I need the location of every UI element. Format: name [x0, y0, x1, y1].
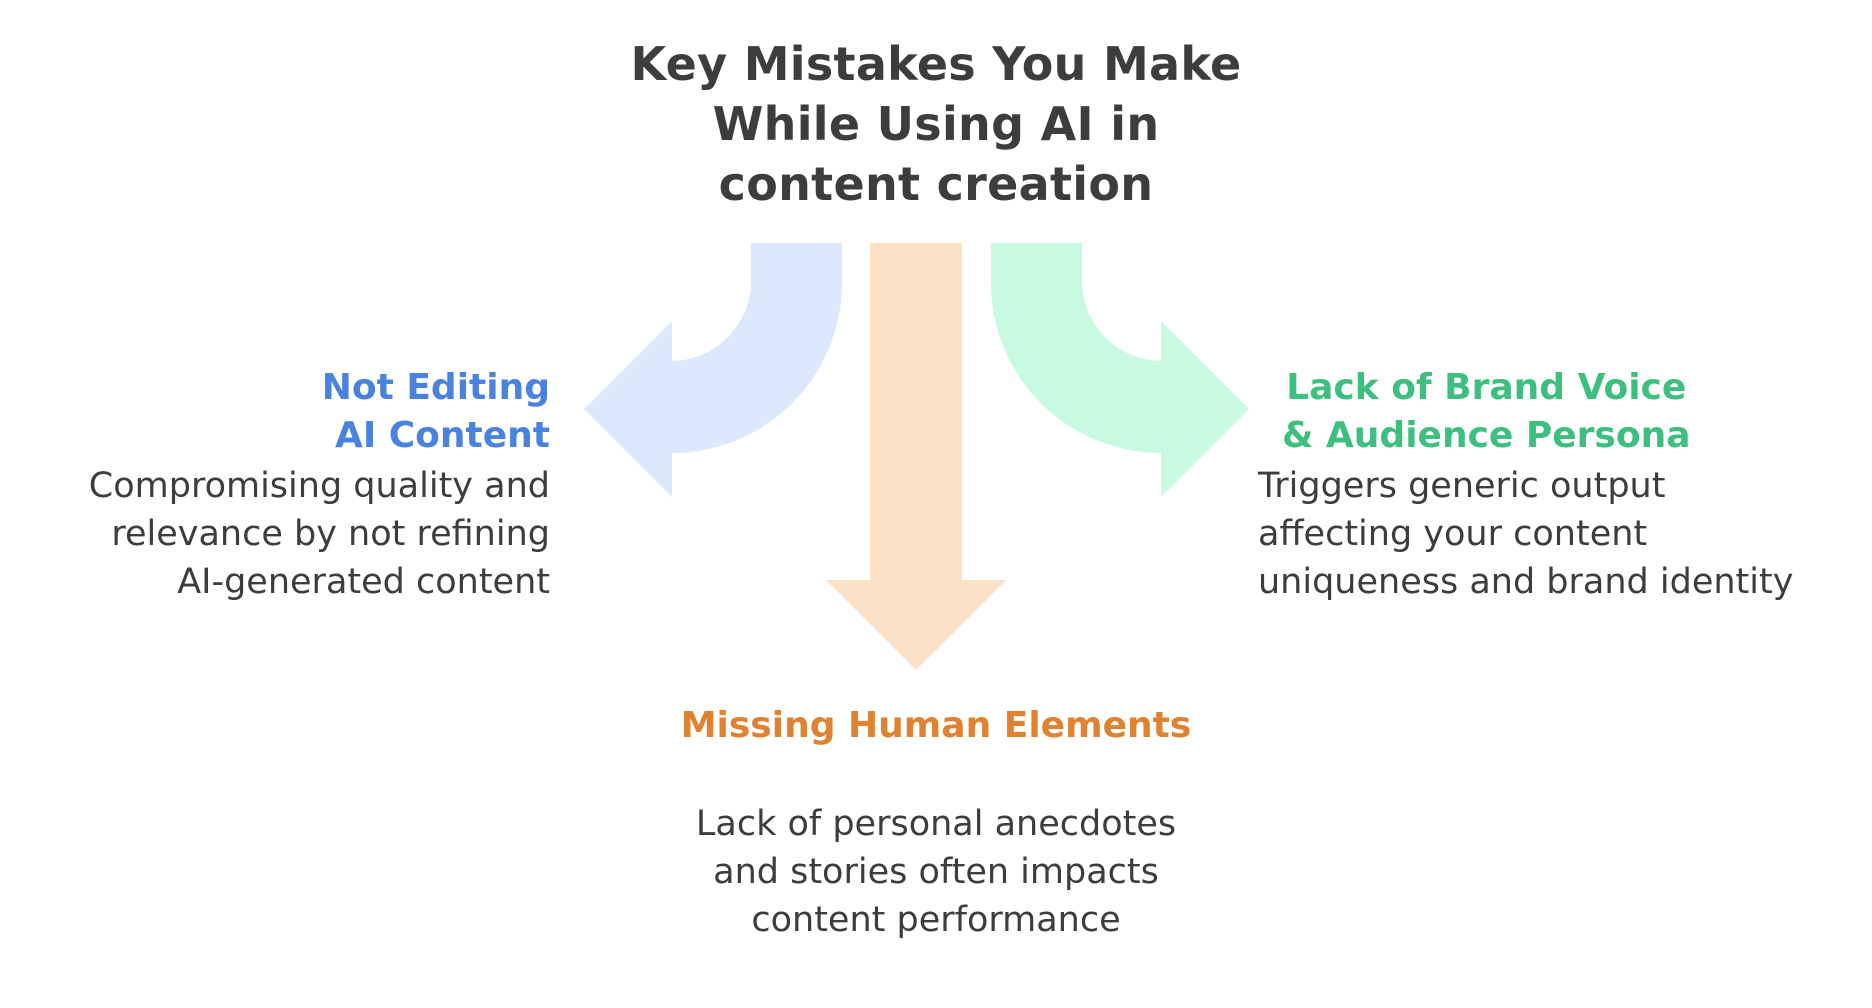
title-line: Missing Human Elements — [680, 705, 1192, 746]
desc-line: AI-generated content — [177, 562, 550, 602]
desc-line: content performance — [751, 900, 1121, 940]
title-line: Lack of Brand Voice — [1286, 367, 1687, 408]
right-curved-arrow — [991, 243, 1249, 497]
center-branch-title: Missing Human Elements — [556, 702, 1316, 750]
left-curved-arrow — [584, 243, 842, 497]
desc-line: and stories often impacts — [713, 852, 1159, 892]
left-branch-description: Compromising quality and relevance by no… — [89, 462, 550, 606]
desc-line: Triggers generic output — [1258, 466, 1666, 506]
center-branch-description: Lack of personal anecdotes and stories o… — [556, 800, 1316, 944]
desc-line: Lack of personal anecdotes — [695, 804, 1177, 844]
desc-line: relevance by not refining — [111, 514, 550, 554]
desc-line: affecting your content — [1258, 514, 1648, 554]
title-line: AI Content — [334, 415, 550, 456]
center-down-arrow — [826, 243, 1006, 670]
desc-line: uniqueness and brand identity — [1258, 562, 1794, 602]
title-line: Key Mistakes You Make — [630, 37, 1242, 91]
diagram-title: Key Mistakes You Make While Using AI in … — [536, 34, 1336, 214]
title-line: & Audience Persona — [1282, 415, 1691, 456]
title-line: Not Editing — [321, 367, 550, 408]
right-branch-description: Triggers generic output affecting your c… — [1258, 462, 1793, 606]
left-branch-title: Not Editing AI Content — [322, 364, 550, 460]
title-line: content creation — [718, 157, 1154, 211]
title-line: While Using AI in — [712, 97, 1160, 151]
right-branch-title: Lack of Brand Voice & Audience Persona — [1282, 364, 1691, 460]
desc-line: Compromising quality and — [88, 466, 550, 506]
